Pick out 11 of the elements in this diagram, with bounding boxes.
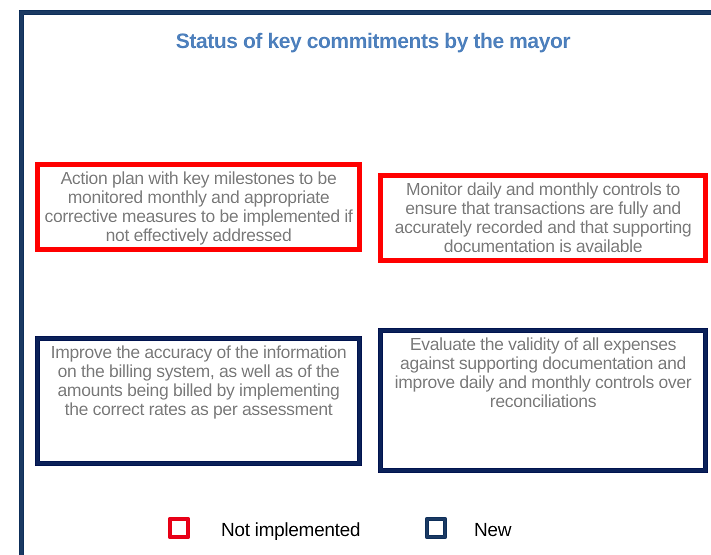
title: Status of key commitments by the mayor <box>174 30 572 54</box>
commitment-text: Evaluate the validity of all expenses against supporting documentation and improve daily and monthly controls over reconciliations <box>394 335 692 411</box>
legend-label: New <box>474 520 512 542</box>
legend-label: Not implemented <box>221 520 360 542</box>
commitment-box <box>378 173 708 263</box>
commitment-text: Action plan with key milestones to be monitored monthly and appropriate corrective measures to be implemented if not effectively addressed <box>44 169 353 245</box>
commitment-text: Monitor daily and monthly controls to ensure that transactions are fully and accurately recorded and that supporting documentation is available <box>394 180 692 256</box>
commitment-text: Improve the accuracy of the information on the billing system, as well as of the amounts being billed by implementing the correct rates as per assessment <box>50 343 348 419</box>
commitment-box <box>378 328 708 473</box>
commitment-box <box>35 336 362 466</box>
commitment-box <box>35 162 362 252</box>
